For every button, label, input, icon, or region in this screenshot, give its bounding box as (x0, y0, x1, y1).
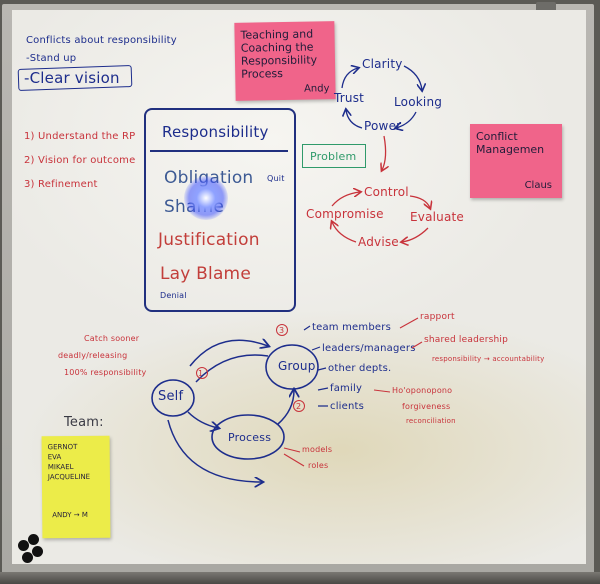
arrow-control-evaluate (409, 195, 430, 208)
agenda-item-1: 1) Understand the RP (24, 131, 136, 142)
responsibility-box (144, 108, 296, 312)
group-circle (265, 344, 319, 390)
pointer-models (283, 447, 301, 453)
cycle-evaluate: Evaluate (410, 210, 465, 224)
lamp-glow (184, 176, 228, 220)
arrow-evaluate-advise (402, 227, 429, 242)
arrow-compromise-control (331, 192, 360, 207)
process-note-roles: roles (308, 461, 329, 470)
note-forgiveness: forgiveness (402, 402, 451, 411)
self-circle (151, 379, 195, 417)
arrow-trust-clarity (341, 68, 358, 89)
node-process: Process (228, 431, 272, 444)
cycle-power: Power (364, 119, 402, 133)
arrow-group-self (195, 354, 269, 383)
arrow-looking-power (396, 111, 417, 128)
process-note-models: models (302, 445, 333, 454)
self-note-1: Catch sooner (84, 334, 140, 343)
number-1: 1 (198, 369, 204, 378)
pointer-family (373, 389, 391, 393)
clear-vision-text: -Clear vision (24, 69, 120, 87)
board-strokes (151, 10, 586, 564)
pointer-leadership (411, 341, 423, 349)
resp-item-lay-blame: Lay Blame (160, 264, 251, 284)
group-item-team-members: team members (312, 322, 391, 333)
arrow-power-down (382, 135, 386, 170)
conflict-signature: Claus (524, 180, 552, 191)
board-clip (536, 2, 556, 12)
responsibility-title: Responsibility (162, 123, 269, 141)
resp-quit-label: Quit (267, 174, 285, 183)
problem-label: Problem (310, 150, 357, 163)
arrow-clarity-looking (403, 65, 422, 90)
cycle-control: Control (364, 185, 409, 199)
agenda-item-2: 2) Vision for outcome (24, 155, 136, 166)
note-reconciliation: reconciliation (406, 417, 456, 425)
arrow-self-group (189, 340, 268, 367)
number-2: 2 (296, 402, 302, 411)
group-item-clients: clients (330, 401, 365, 412)
pointer-roles (283, 453, 305, 467)
group-item-other-depts: other depts. (328, 363, 392, 374)
conflict-line-2: Managemen (476, 143, 545, 156)
whiteboard: Conflicts about responsibility -Stand up… (12, 10, 586, 564)
resp-item-justification: Justification (158, 230, 260, 250)
arrow-self-bottom (167, 419, 262, 482)
cycle-looking: Looking (394, 95, 443, 109)
arrow-process-group (277, 390, 294, 425)
arrow-power-trust (346, 110, 363, 129)
conflict-line-1: Conflict (476, 130, 518, 143)
cycle-trust: Trust (334, 91, 365, 105)
group-item-family: family (330, 383, 363, 394)
arrow-self-process (187, 411, 218, 428)
marker-tray (0, 572, 600, 584)
note-shared-leadership: shared leadership (424, 335, 509, 345)
responsibility-divider (150, 150, 288, 152)
self-note-2: deadly/releasing (58, 351, 128, 360)
sticky-conflict-management: Conflict Managemen Claus (470, 124, 562, 198)
conflicts-note: Conflicts about responsibility (26, 35, 177, 46)
self-note-3: 100% responsibility (64, 368, 147, 377)
arrow-advise-compromise (332, 222, 357, 243)
pointer-rapport (399, 317, 419, 329)
cycle-advise: Advise (358, 235, 399, 249)
note-rapport: rapport (420, 312, 455, 322)
note-hooponopono: Ho'oponopono (392, 386, 453, 395)
cycle-compromise: Compromise (306, 207, 384, 221)
team-heading: Team: (64, 415, 104, 430)
note-responsibility-accountability: responsibility → accountability (432, 355, 545, 363)
resp-denial-label: Denial (160, 291, 187, 300)
stand-up-note: -Stand up (26, 53, 77, 64)
number-3: 3 (279, 326, 285, 335)
node-self: Self (158, 389, 184, 404)
process-circle (211, 414, 285, 460)
node-group: Group (278, 359, 316, 373)
agenda-item-3: 3) Refinement (24, 179, 98, 190)
group-item-leaders: leaders/managers (322, 343, 416, 354)
problem-box (302, 144, 366, 168)
cycle-clarity: Clarity (362, 57, 403, 71)
